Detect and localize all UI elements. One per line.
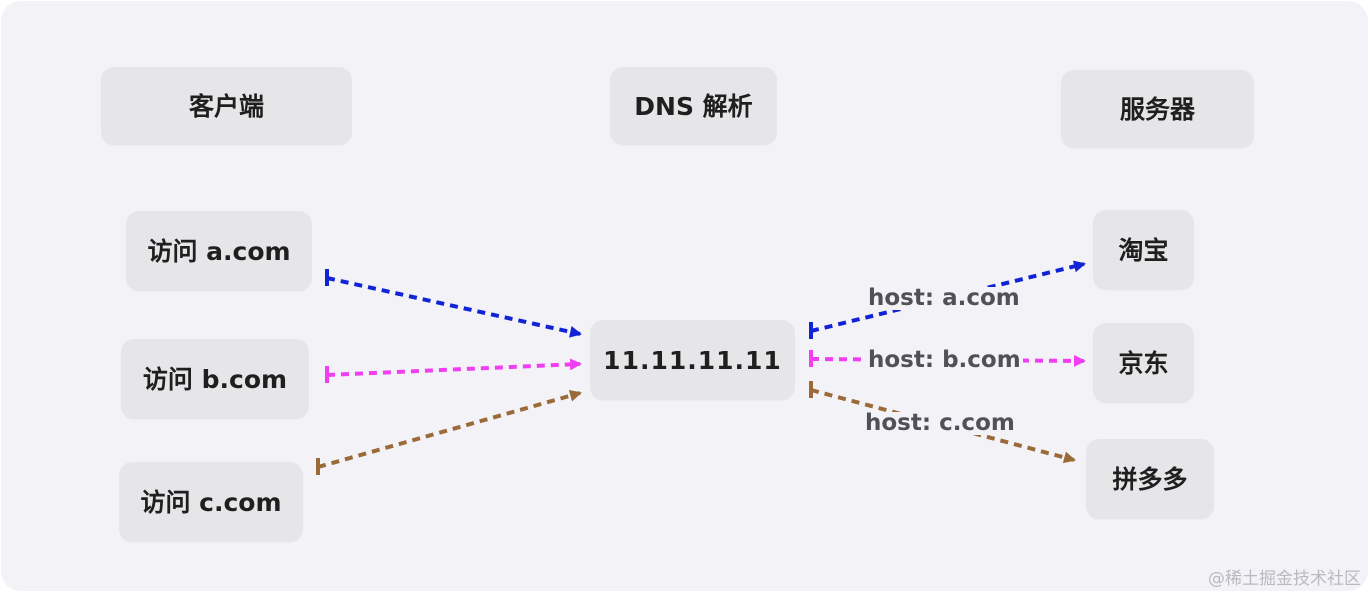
dns-ip-box: 11.11.11.11 xyxy=(590,320,795,400)
client-b-box: 访问 b.com xyxy=(121,339,309,419)
host-c-label: host: c.com xyxy=(863,410,1017,436)
client-a-label: 访问 a.com xyxy=(147,236,291,266)
jd-server-label: 京东 xyxy=(1118,348,1169,378)
server-header-box: 服务器 xyxy=(1061,70,1254,148)
jd-server-box: 京东 xyxy=(1093,323,1194,403)
taobao-server-box: 淘宝 xyxy=(1093,210,1194,290)
client-b-label: 访问 b.com xyxy=(142,364,288,394)
watermark-text: @稀土掘金技术社区 xyxy=(1208,569,1361,589)
pinduoduo-server-label: 拼多多 xyxy=(1112,464,1188,494)
server-header-label: 服务器 xyxy=(1119,94,1195,124)
client-header-label: 客户端 xyxy=(188,91,264,121)
pinduoduo-server-box: 拼多多 xyxy=(1086,439,1214,519)
host-b-label: host: b.com xyxy=(866,347,1023,373)
dns-header-label: DNS 解析 xyxy=(634,91,753,121)
client-c-box: 访问 c.com xyxy=(119,462,303,542)
dns-ip-label: 11.11.11.11 xyxy=(603,345,782,375)
host-a-label: host: a.com xyxy=(866,285,1022,311)
dns-header-box: DNS 解析 xyxy=(610,67,777,145)
client-a-box: 访问 a.com xyxy=(126,211,312,291)
client-header-box: 客户端 xyxy=(101,67,352,145)
client-c-label: 访问 c.com xyxy=(140,487,282,517)
taobao-server-label: 淘宝 xyxy=(1118,235,1169,265)
